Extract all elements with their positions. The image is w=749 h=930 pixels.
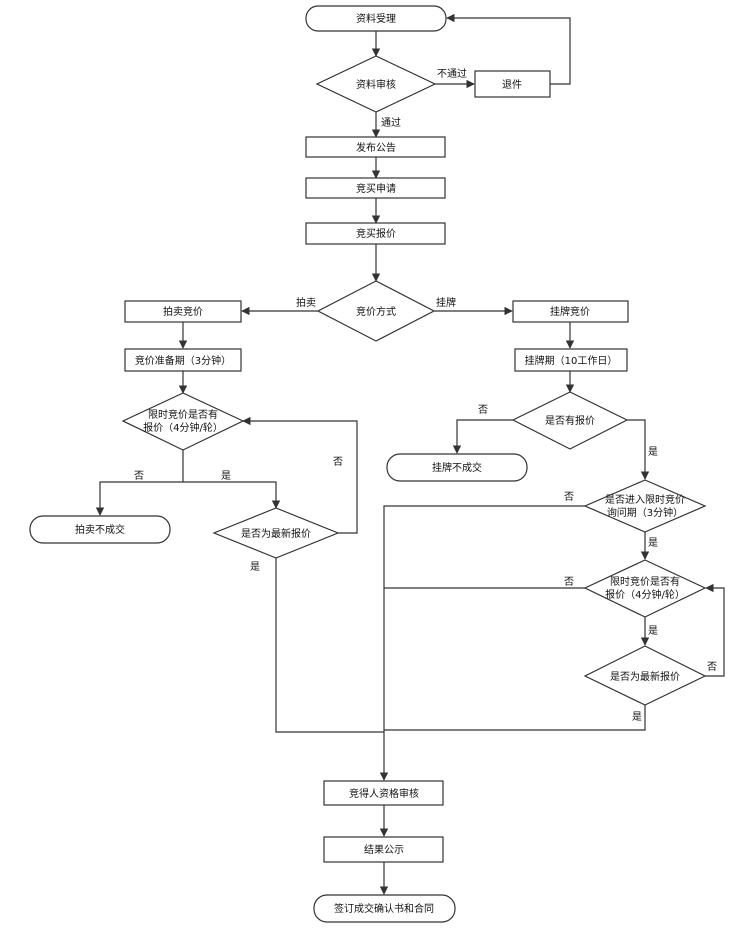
- edge-enter-qualify: [379, 505, 585, 781]
- edge-label-auction-limit-no: 否: [134, 470, 144, 482]
- label-enter-limit-2: 询问期（3分钟）: [607, 506, 683, 519]
- label-auction-latest: 是否为最新报价: [241, 527, 311, 540]
- edge-latest-limit: [242, 416, 358, 534]
- edge-label-enter-yes: 是: [648, 537, 658, 549]
- label-result-publicity: 结果公示: [364, 843, 404, 856]
- edge-label-latest2-yes: 是: [632, 711, 642, 723]
- label-bid-method: 竞价方式: [356, 305, 396, 318]
- node-enter-limit: [583, 479, 707, 533]
- edge-label-auction-latest-yes: 是: [250, 561, 260, 573]
- label-has-quote: 是否有报价: [545, 414, 595, 427]
- node-bid-quote: [305, 222, 446, 245]
- label-auction-limit-1: 限时竞价是否有: [148, 408, 218, 421]
- label-material-review: 资料审核: [356, 78, 396, 91]
- label-listing-period: 挂牌期（10工作日）: [525, 354, 618, 367]
- node-auction-limit: [121, 392, 245, 451]
- label-listing-bid: 挂牌竞价: [550, 305, 590, 318]
- edge-label-pass: 通过: [381, 116, 401, 129]
- label-listing-limit-2: 报价（4分钟/轮）: [605, 588, 685, 601]
- node-material-review: [315, 55, 437, 113]
- label-auction-limit-2: 报价（4分钟/轮）: [143, 421, 223, 434]
- label-bid-quote: 竞买报价: [356, 227, 396, 240]
- label-auction-bid: 拍卖竞价: [163, 305, 203, 318]
- edge-label-has-quote-no: 否: [478, 404, 488, 416]
- edge-hasquote-fail: [452, 419, 513, 454]
- node-listing-latest: [583, 645, 707, 706]
- node-sign-contract: [313, 894, 456, 923]
- label-listing-limit-1: 限时竞价是否有: [610, 575, 680, 588]
- label-auction-fail: 拍卖不成交: [75, 523, 125, 536]
- edge-label-latest2-no: 否: [707, 661, 717, 673]
- edge-label-auction-limit-yes: 是: [221, 470, 231, 482]
- node-bid-method: [316, 280, 436, 342]
- node-listing-fail: [386, 453, 528, 482]
- label-publish-notice: 发布公告: [356, 141, 396, 154]
- edge-latest2-qualify: [384, 705, 646, 731]
- edge-label-has-quote-yes: 是: [648, 446, 658, 458]
- edge-label-listing: 挂牌: [436, 296, 456, 309]
- edge-return-accept: [446, 13, 571, 85]
- edge-label-not-pass: 不通过: [437, 67, 467, 80]
- edges: [95, 13, 725, 895]
- label-auction-prep: 竞价准备期（3分钟）: [135, 354, 231, 367]
- node-material-accept: [305, 5, 447, 32]
- node-bid-apply: [305, 177, 446, 199]
- edge-label-auction: 拍卖: [296, 296, 316, 309]
- node-listing-limit: [583, 559, 707, 618]
- node-publish-notice: [305, 136, 446, 158]
- label-sign-contract: 签订成交确认书和合同: [334, 902, 434, 915]
- node-result-publicity: [323, 836, 444, 863]
- node-listing-bid: [512, 300, 629, 323]
- label-listing-fail: 挂牌不成交: [432, 461, 482, 474]
- node-return-docs: [474, 70, 551, 98]
- edge-latest2-limit: [705, 583, 725, 677]
- nodes: 资料受理 资料审核 退件 发布公告 竞买申请 竞买报价 竞价方式 拍卖竞价 竞价…: [29, 5, 707, 923]
- node-auction-prep: [124, 348, 242, 372]
- label-return-docs: 退件: [502, 79, 522, 91]
- label-enter-limit-1: 是否进入限时竞价: [605, 493, 685, 506]
- node-auction-fail: [29, 515, 171, 544]
- edge-label-enter-no: 否: [564, 491, 574, 503]
- node-auction-bid: [124, 300, 242, 323]
- label-bid-apply: 竞买申请: [356, 182, 396, 195]
- edge-hasquote-enter: [627, 419, 650, 480]
- edge-limit-fail: [95, 450, 184, 516]
- label-listing-latest: 是否为最新报价: [610, 670, 680, 683]
- label-qualification: 竞得人资格审核: [349, 787, 419, 800]
- edge-label-auction-latest-no: 否: [333, 456, 343, 468]
- edge-labels: 不通过 通过 拍卖 挂牌 否 是 否 是 否 是 否 是 否 是 否 是: [134, 67, 717, 723]
- node-listing-period: [514, 348, 628, 372]
- edge-latest-qualify: [275, 558, 384, 733]
- node-auction-latest: [212, 507, 340, 559]
- edge-label-limit2-yes: 是: [648, 625, 658, 637]
- edge-label-limit2-no: 否: [564, 576, 574, 588]
- edge-limit-latest: [183, 481, 281, 509]
- node-has-quote: [511, 391, 629, 450]
- label-material-accept: 资料受理: [356, 12, 396, 25]
- node-qualification: [323, 780, 444, 806]
